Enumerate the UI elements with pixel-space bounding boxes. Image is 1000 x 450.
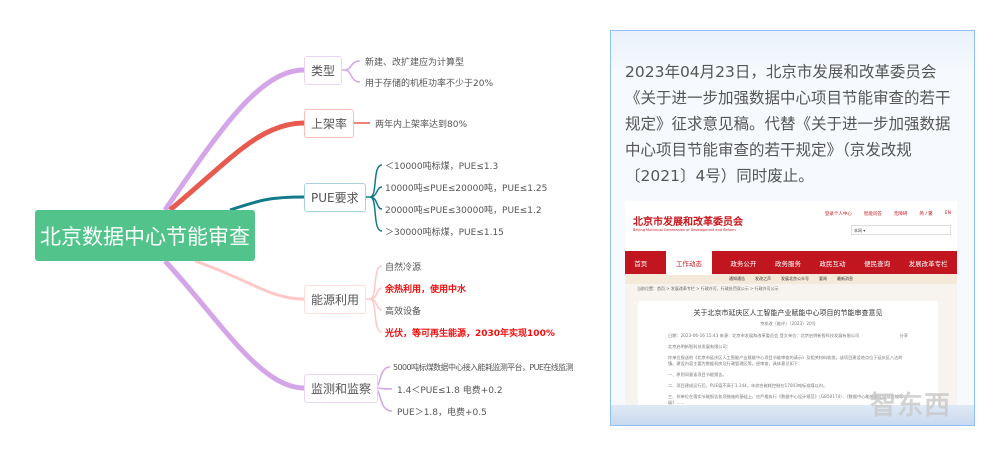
article: 关于北京市延庆区人工智能产业赋能中心项目的节能审查意见 京发改（能评）〔2023… bbox=[638, 301, 938, 423]
leaf: 两年内上架率达到80% bbox=[375, 120, 468, 130]
nav-item[interactable]: 政务公开 bbox=[730, 259, 757, 268]
leaf: PUE＞1.8，电费+0.5 bbox=[397, 408, 487, 418]
article-meta: 日期：2023-06-16 15:43 来源：北京市发展和改革委员会 受文单位：… bbox=[668, 333, 860, 338]
leaf: 高效设备 bbox=[385, 307, 422, 317]
branch-rack-rate[interactable]: 上架率 bbox=[304, 109, 355, 138]
top-link[interactable]: 智能问答 bbox=[863, 212, 882, 217]
leaf: ＞30000吨标煤，PUE≤1.15 bbox=[385, 228, 504, 238]
nav-item[interactable]: 政民互动 bbox=[819, 259, 846, 268]
site-subnav: 通知通告 发改之声 发展北京公众号 要闻 最新消息 bbox=[625, 274, 957, 284]
nav-item[interactable]: 首页 bbox=[634, 259, 648, 268]
website-screenshot: 北京市发展和改革委员会 Beijing Municipal Commission… bbox=[625, 201, 957, 423]
nav-item-active[interactable]: 工作动态 bbox=[665, 250, 712, 275]
leaf: 新建、改扩建应为计算型 bbox=[365, 58, 465, 68]
leaf: ＜10000吨标煤，PUE≤1.3 bbox=[385, 162, 499, 172]
article-para: 北京启明新智科技发展有限公司： bbox=[668, 344, 731, 349]
root-node[interactable]: 北京数据中心节能审查 bbox=[35, 210, 255, 261]
info-panel: 2023年04月23日，北京市发展和改革委员会《关于进一步加强数据中心项目节能审… bbox=[610, 30, 975, 426]
article-para: 三、你单位在落实节能报告各项措施的基础上，应严格执行《数据中心设计规范》（GB5… bbox=[668, 394, 904, 405]
doc-number: 京发改（能评）〔2023〕20号 bbox=[760, 321, 816, 326]
leaf: 1.4＜PUE≤1.8 电费+0.2 bbox=[397, 386, 503, 396]
top-link[interactable]: 无障碍 bbox=[893, 212, 908, 217]
panel-text: 2023年04月23日，北京市发展和改革委员会《关于进一步加强数据中心项目节能审… bbox=[625, 63, 951, 185]
leaf: 用于存储的机柜功率不少于20% bbox=[365, 79, 494, 89]
leaf: 5000吨标煤数据中心接入能耗监测平台，PUE在线监测 bbox=[393, 363, 574, 372]
breadcrumb: 当前位置：首页 > 发展改革专栏 > 行政许可、行政处罚双公示 > 行政许可公示 bbox=[637, 286, 779, 291]
site-logo-en: Beijing Municipal Commission of Developm… bbox=[633, 228, 736, 232]
panel-bottom-bar bbox=[611, 405, 974, 425]
site-logo: 北京市发展和改革委员会 bbox=[633, 217, 743, 228]
branch-monitoring[interactable]: 监测和监察 bbox=[304, 374, 379, 403]
nav-item[interactable]: 发展改革专栏 bbox=[908, 259, 948, 268]
leaf-highlight: 光伏，等可再生能源，2030年实现100% bbox=[385, 329, 555, 339]
leaf-highlight: 余热利用，使用中水 bbox=[385, 285, 467, 295]
site-search-input[interactable]: 本网 ▾ bbox=[851, 225, 951, 235]
subnav-item[interactable]: 发改之声 bbox=[755, 276, 771, 281]
branch-pue[interactable]: PUE要求 bbox=[304, 183, 366, 212]
watermark-logo: 智东西 bbox=[870, 391, 952, 421]
branch-energy[interactable]: 能源利用 bbox=[304, 285, 367, 314]
subnav-item[interactable]: 通知通告 bbox=[729, 276, 745, 281]
leaf: 自然冷源 bbox=[385, 263, 422, 273]
article-title: 关于北京市延庆区人工智能产业赋能中心项目的节能审查意见 bbox=[693, 309, 883, 317]
article-para: 你单位报送的《北京市延庆区人工智能产业赋能中心项目节能审查的请示》及相关材料收悉… bbox=[668, 355, 903, 366]
leaf: 20000吨≤PUE≤30000吨，PUE≤1.2 bbox=[385, 206, 542, 216]
top-link[interactable]: 登录个人中心 bbox=[824, 212, 852, 217]
share-label[interactable]: 分享 bbox=[899, 333, 908, 338]
leaf: 10000吨≤PUE≤20000吨，PUE≤1.25 bbox=[385, 184, 548, 194]
top-links: 登录个人中心 智能问答 无障碍 简 / 繁 EN bbox=[825, 211, 951, 217]
subnav-item[interactable]: 最新消息 bbox=[837, 276, 853, 281]
article-para: 一、原则同意该项目节能报告。 bbox=[668, 372, 727, 377]
branch-type[interactable]: 类型 bbox=[304, 56, 343, 85]
subnav-item[interactable]: 发展北京公众号 bbox=[781, 276, 809, 281]
top-link[interactable]: EN bbox=[944, 211, 951, 216]
nav-item[interactable]: 便民查询 bbox=[864, 259, 891, 268]
top-link[interactable]: 简 / 繁 bbox=[919, 212, 933, 217]
site-nav: 首页 工作动态 政务公开 政务服务 政民互动 便民查询 发展改革专栏 bbox=[625, 250, 957, 275]
subnav-item[interactable]: 要闻 bbox=[819, 276, 827, 281]
article-para: 二、项目建成运行后，PUE值不高于1.144，年综合能耗控制在17003吨标准煤… bbox=[668, 383, 828, 388]
nav-item[interactable]: 政务服务 bbox=[774, 259, 801, 268]
